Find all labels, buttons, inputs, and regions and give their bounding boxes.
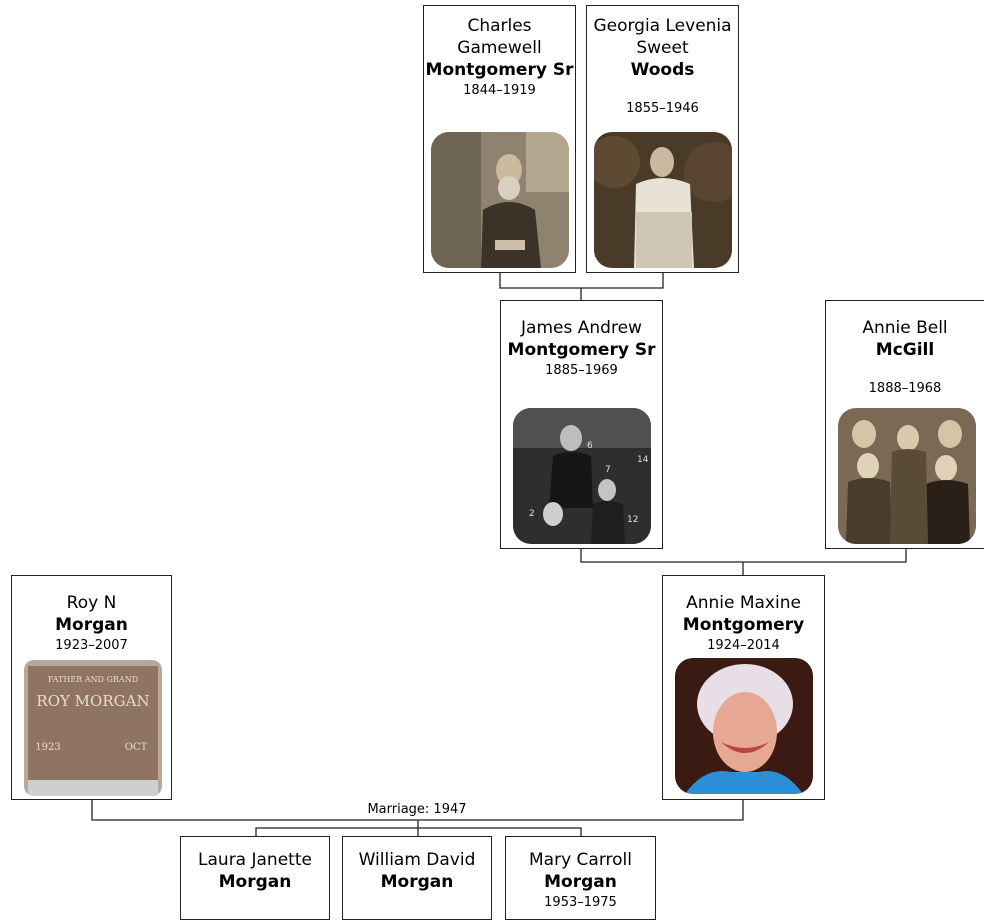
person-given-name: Annie Maxine bbox=[686, 593, 801, 613]
person-given-name: Annie Bell bbox=[862, 318, 948, 338]
person-given-name: Laura Janette bbox=[198, 850, 312, 870]
person-card-charles[interactable]: Charles Gamewell Montgomery Sr 1844–1919 bbox=[423, 5, 576, 273]
person-surname: Montgomery Sr bbox=[507, 340, 656, 360]
grave-marker-image: FATHER AND GRAND ROY MORGAN 1923 OCT bbox=[24, 660, 162, 796]
person-card-james[interactable]: James Andrew Montgomery Sr 1885–1969 6 7… bbox=[500, 300, 663, 549]
grave-marker-name: ROY MORGAN bbox=[36, 692, 149, 710]
person-surname: Woods bbox=[630, 60, 695, 80]
person-surname: Montgomery Sr bbox=[425, 60, 574, 80]
bw-group-portrait-image: 6 7 14 2 12 bbox=[513, 408, 651, 544]
person-photo[interactable]: FATHER AND GRAND ROY MORGAN 1923 OCT bbox=[24, 660, 162, 796]
person-card-mary[interactable]: Mary Carroll Morgan 1953–1975 bbox=[505, 836, 656, 920]
person-given-name: William David bbox=[358, 850, 476, 870]
grave-marker-line: FATHER AND GRAND bbox=[48, 675, 138, 684]
person-dates: 1885–1969 bbox=[545, 363, 618, 378]
photo-label: 12 bbox=[627, 515, 638, 525]
person-photo[interactable] bbox=[838, 408, 976, 544]
person-card-laura[interactable]: Laura Janette Morgan bbox=[180, 836, 330, 920]
sepia-group-portrait-image bbox=[838, 408, 976, 544]
marriage-label: Marriage: 1947 bbox=[367, 802, 467, 817]
person-card-roy[interactable]: Roy N Morgan 1923–2007 FATHER AND GRAND … bbox=[11, 575, 172, 800]
person-surname: Morgan bbox=[55, 615, 128, 635]
person-dates: 1855–1946 bbox=[626, 101, 699, 116]
person-dates: 1923–2007 bbox=[55, 638, 128, 653]
grave-marker-month: OCT bbox=[125, 742, 148, 753]
photo-label: 2 bbox=[529, 509, 535, 519]
person-card-georgia[interactable]: Georgia Levenia Sweet Woods 1855–1946 bbox=[586, 5, 739, 273]
person-card-annie-bell[interactable]: Annie Bell McGill 1888–1968 bbox=[825, 300, 984, 549]
person-photo[interactable] bbox=[431, 132, 569, 268]
person-dates: 1888–1968 bbox=[868, 381, 942, 396]
person-card-william[interactable]: William David Morgan bbox=[342, 836, 492, 920]
person-given-name: Roy N bbox=[66, 593, 117, 613]
person-surname: Morgan bbox=[380, 872, 454, 892]
person-photo[interactable] bbox=[594, 132, 732, 268]
person-surname: Montgomery bbox=[682, 615, 805, 635]
sepia-portrait-image bbox=[594, 132, 732, 268]
person-given-name: Charles Gamewell bbox=[457, 16, 542, 58]
person-dates: 1924–2014 bbox=[707, 638, 780, 653]
photo-label: 7 bbox=[605, 465, 611, 475]
person-given-name: Georgia Levenia Sweet bbox=[593, 16, 732, 58]
person-photo[interactable]: 6 7 14 2 12 bbox=[513, 408, 651, 544]
person-given-name: James Andrew bbox=[521, 318, 642, 338]
photo-label: 6 bbox=[587, 441, 593, 451]
color-portrait-image bbox=[675, 658, 813, 794]
person-card-maxine[interactable]: Annie Maxine Montgomery 1924–2014 bbox=[662, 575, 825, 800]
person-given-name: Mary Carroll bbox=[529, 850, 632, 870]
person-surname: Morgan bbox=[218, 872, 292, 892]
person-surname: Morgan bbox=[544, 872, 617, 892]
person-surname: McGill bbox=[875, 340, 935, 360]
person-photo[interactable] bbox=[675, 658, 813, 794]
person-dates: 1953–1975 bbox=[544, 895, 617, 910]
person-dates: 1844–1919 bbox=[463, 83, 536, 98]
photo-label: 14 bbox=[637, 455, 649, 465]
grave-marker-year: 1923 bbox=[35, 742, 60, 753]
sepia-portrait-image bbox=[431, 132, 569, 268]
